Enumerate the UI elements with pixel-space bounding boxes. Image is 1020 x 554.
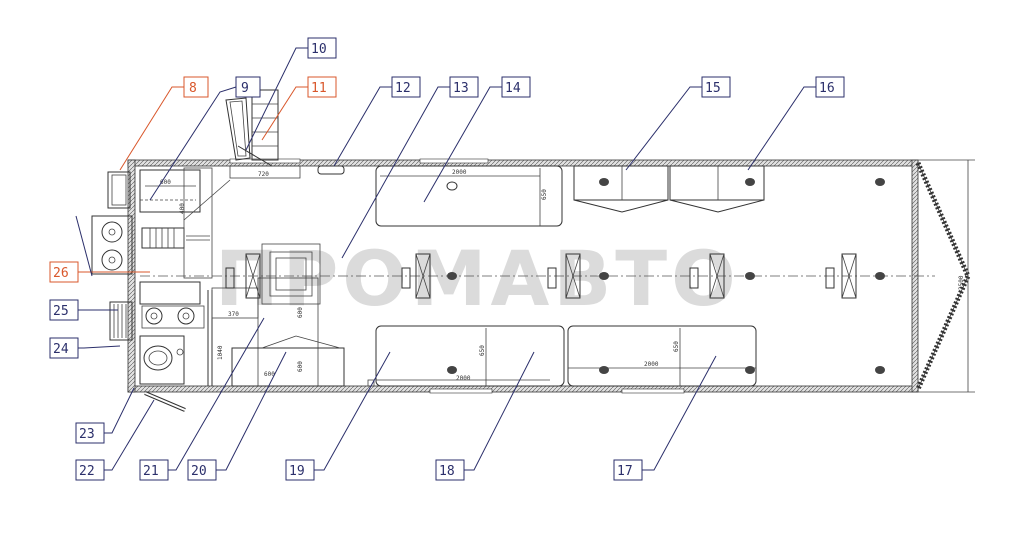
- callout-9: 9: [235, 76, 261, 98]
- svg-text:400: 400: [179, 203, 186, 214]
- svg-text:600: 600: [160, 179, 171, 186]
- dim-2500: 2500: [958, 275, 965, 290]
- svg-text:650: 650: [479, 345, 486, 356]
- svg-text:16: 16: [819, 81, 835, 96]
- svg-text:9: 9: [241, 81, 249, 96]
- svg-text:17: 17: [617, 464, 633, 479]
- entry-ladder: 720: [225, 89, 301, 179]
- callout-21: 21: [139, 459, 169, 481]
- upper-cabinet-14: 2000 650: [375, 165, 563, 227]
- svg-text:2000: 2000: [456, 375, 471, 382]
- interior-rear-section: 600 400 370 1040 600 600: [139, 167, 345, 387]
- svg-text:600: 600: [264, 371, 275, 378]
- upper-cabinets-15-16: [573, 165, 885, 213]
- svg-text:1040: 1040: [217, 345, 224, 360]
- callout-11: 11: [307, 76, 337, 98]
- callout-20: 20: [187, 459, 217, 481]
- callout-10: 10: [307, 37, 337, 59]
- svg-text:23: 23: [79, 427, 95, 442]
- ceiling-light: [317, 165, 345, 175]
- svg-text:8: 8: [189, 81, 197, 96]
- svg-text:650: 650: [541, 189, 548, 200]
- callout-25: 25: [49, 299, 79, 321]
- svg-text:22: 22: [79, 464, 95, 479]
- svg-text:20: 20: [191, 464, 207, 479]
- svg-text:13: 13: [453, 81, 469, 96]
- lower-bench-18-19: 2000 650: [367, 325, 565, 387]
- callout-19: 19: [285, 459, 315, 481]
- svg-text:10: 10: [311, 42, 327, 57]
- rear-equipment: [91, 171, 186, 412]
- svg-text:26: 26: [53, 266, 69, 281]
- svg-text:14: 14: [505, 81, 521, 96]
- callout-15: 15: [701, 76, 731, 98]
- svg-text:11: 11: [311, 81, 327, 96]
- drawbar: 2500: [910, 159, 975, 393]
- callout-22: 22: [75, 459, 105, 481]
- callout-23: 23: [75, 422, 105, 444]
- callout-16: 16: [815, 76, 845, 98]
- callout-14: 14: [501, 76, 531, 98]
- svg-text:370: 370: [228, 311, 239, 318]
- svg-text:2000: 2000: [644, 361, 659, 368]
- callout-17: 17: [613, 459, 643, 481]
- callouts: 8 9 10 11 12 13 14 15 16 17 18 19 20 21 …: [49, 37, 845, 481]
- callout-18: 18: [435, 459, 465, 481]
- svg-text:15: 15: [705, 81, 721, 96]
- ceiling-fixtures: [225, 253, 885, 299]
- watermark-text: ПРОМАВТО: [215, 234, 740, 323]
- callout-26: 26: [49, 261, 79, 283]
- callout-13: 13: [449, 76, 479, 98]
- callout-24: 24: [49, 337, 79, 359]
- svg-text:600: 600: [297, 307, 304, 318]
- callout-8: 8: [183, 76, 209, 98]
- svg-text:19: 19: [289, 464, 305, 479]
- lower-bench-17: 2000 650: [567, 325, 885, 387]
- svg-text:2000: 2000: [452, 169, 467, 176]
- svg-text:25: 25: [53, 304, 69, 319]
- svg-text:12: 12: [395, 81, 411, 96]
- svg-text:600: 600: [297, 361, 304, 372]
- dim-720: 720: [258, 171, 269, 178]
- callout-12: 12: [391, 76, 421, 98]
- svg-text:24: 24: [53, 342, 69, 357]
- svg-text:650: 650: [673, 341, 680, 352]
- svg-text:21: 21: [143, 464, 159, 479]
- svg-text:18: 18: [439, 464, 455, 479]
